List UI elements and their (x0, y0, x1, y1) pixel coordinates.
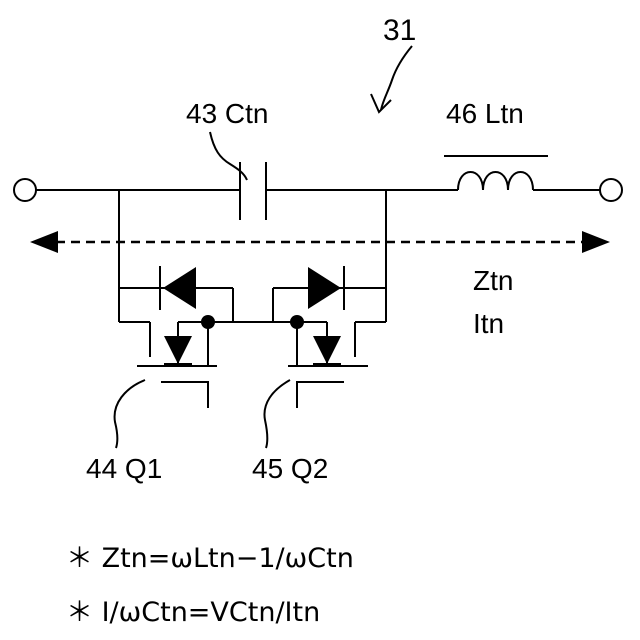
output-terminal (600, 179, 622, 201)
input-terminal (14, 179, 36, 201)
q1-leader (115, 380, 145, 448)
inductor-label: 46 Ltn (446, 98, 524, 129)
q2-gate-bracket (297, 382, 344, 408)
impedance-arrow (30, 231, 610, 253)
left-diode (119, 266, 233, 310)
impedance-formula: ＊ Ztn=ωLtn−1/ωCtn (66, 536, 354, 575)
current-label: Itn (473, 308, 504, 339)
transistor-q1 (119, 288, 233, 366)
q1-gate-bracket (161, 382, 208, 408)
circuit-ref-pointer (381, 46, 412, 110)
right-diode (273, 266, 386, 310)
current-formula: ＊ I/ωCtn=VCtn/Itn (66, 590, 320, 629)
circuit-ref-arrowhead (371, 94, 391, 112)
q2-label: 45 Q2 (252, 453, 328, 484)
circuit-ref-label: 31 (383, 14, 416, 47)
capacitor-symbol (240, 162, 266, 220)
capacitor-leader (210, 132, 247, 180)
impedance-label: Ztn (473, 265, 513, 296)
transistor-q2 (273, 288, 386, 366)
q2-leader (264, 380, 290, 448)
q1-label: 44 Q1 (86, 453, 162, 484)
inductor-symbol (458, 172, 533, 190)
capacitor-label: 43 Ctn (186, 98, 269, 129)
